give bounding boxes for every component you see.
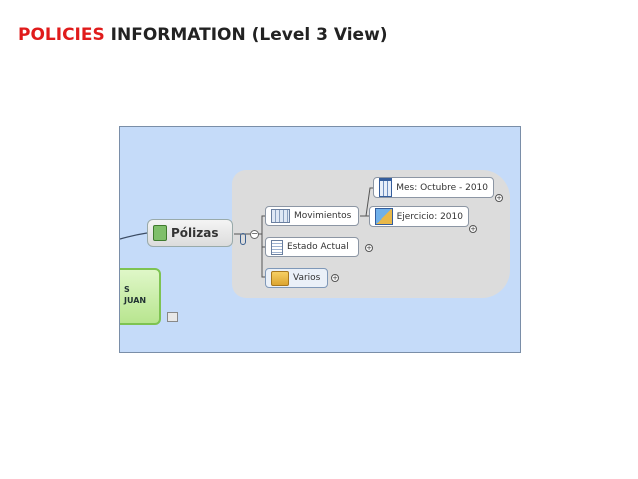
child-mes-octubre[interactable]: Mes: Octubre - 2010 bbox=[373, 177, 494, 198]
root-topic-partial[interactable]: S JUAN bbox=[120, 268, 161, 325]
calendar-icon bbox=[379, 178, 393, 197]
expand-estado-actual-button[interactable]: + bbox=[365, 244, 373, 252]
title-keyword: POLICIES bbox=[18, 25, 105, 45]
subtopic-label: Estado Actual bbox=[287, 242, 349, 252]
attachment-clip-icon[interactable] bbox=[240, 233, 246, 245]
subtopic-movimientos[interactable]: Movimientos bbox=[265, 206, 359, 226]
topic-polizas[interactable]: Pólizas bbox=[147, 219, 233, 247]
notes-icon[interactable] bbox=[167, 312, 178, 322]
subtopic-varios[interactable]: Varios bbox=[265, 268, 328, 288]
child-label: Ejercicio: 2010 bbox=[396, 211, 463, 222]
title-rest: INFORMATION (Level 3 View) bbox=[110, 25, 388, 45]
document-icon bbox=[271, 239, 283, 255]
expand-mes-button[interactable]: + bbox=[495, 194, 503, 202]
subtopic-label: Movimientos bbox=[294, 211, 352, 221]
green-book-icon bbox=[153, 225, 167, 241]
expand-ejercicio-button[interactable]: + bbox=[469, 225, 477, 233]
folder-icon bbox=[271, 270, 289, 286]
collapse-polizas-button[interactable]: − bbox=[250, 229, 259, 239]
mindmap-screenshot: S JUAN Pólizas − Movimientos Estado Actu… bbox=[119, 126, 521, 353]
box-chart-icon bbox=[375, 208, 393, 225]
slide-title: POLICIES INFORMATION (Level 3 View) bbox=[18, 25, 388, 45]
child-label: Mes: Octubre - 2010 bbox=[396, 182, 488, 193]
subtopic-label: Varios bbox=[293, 273, 321, 283]
subtopic-estado-actual[interactable]: Estado Actual bbox=[265, 237, 359, 257]
root-text-line-2: JUAN bbox=[124, 296, 147, 305]
expand-varios-button[interactable]: + bbox=[331, 274, 339, 282]
child-ejercicio[interactable]: Ejercicio: 2010 bbox=[369, 206, 469, 227]
main-topic-label: Pólizas bbox=[171, 226, 219, 240]
spreadsheet-icon bbox=[271, 209, 290, 223]
root-text-line-1: S bbox=[124, 285, 130, 294]
